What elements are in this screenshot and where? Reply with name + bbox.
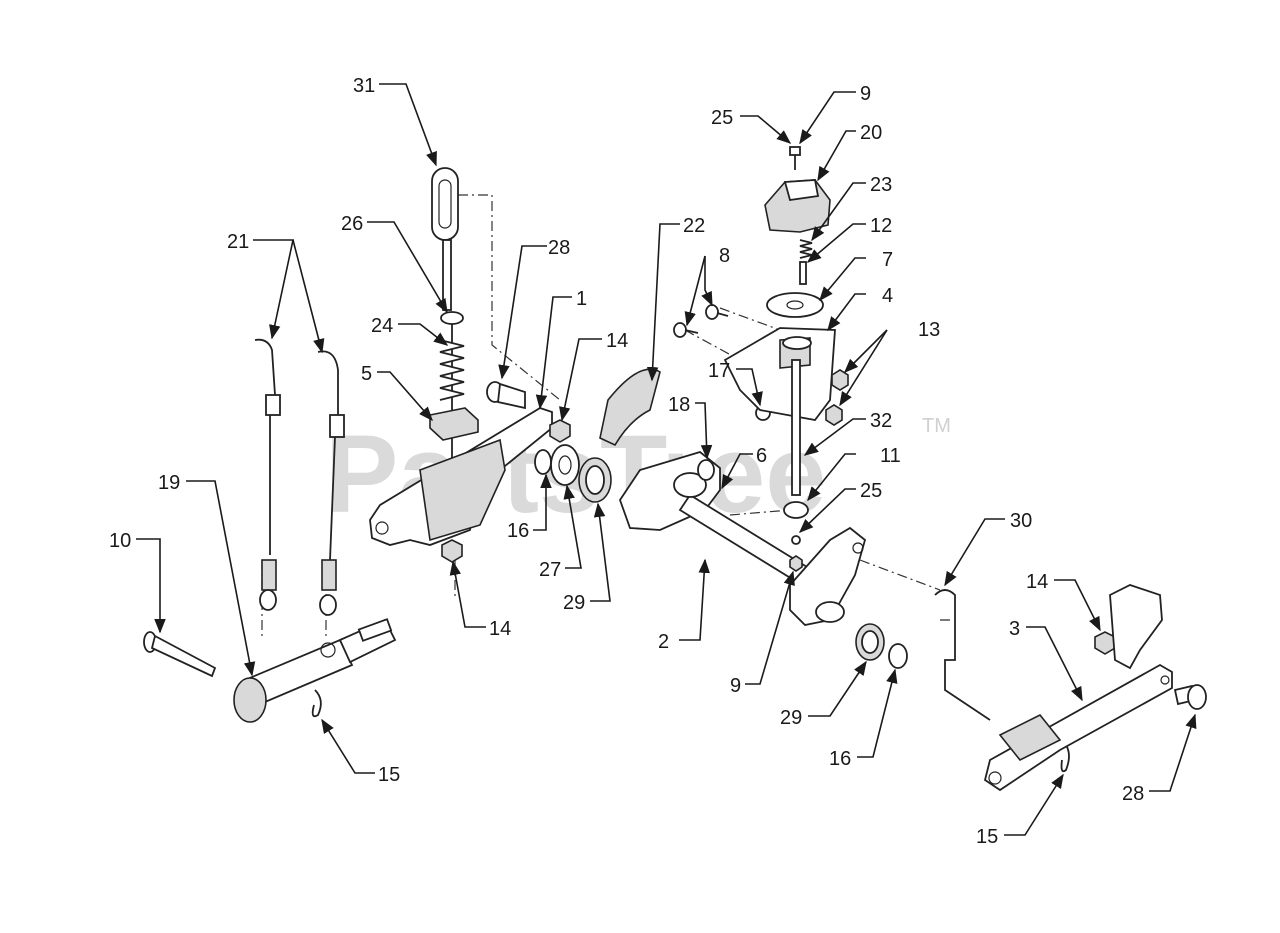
cotter-pin-15-left bbox=[311, 689, 322, 718]
callout-21: 21 bbox=[227, 231, 249, 253]
lever-3 bbox=[983, 663, 1173, 792]
washer-11 bbox=[783, 501, 809, 519]
cylinder-19 bbox=[233, 618, 397, 723]
watermark-tm: TM bbox=[922, 415, 951, 437]
callout-5: 5 bbox=[361, 363, 372, 385]
alignment-line-30 bbox=[859, 559, 941, 591]
cotter-pin-15-right bbox=[1060, 744, 1070, 773]
callout-23: 23 bbox=[870, 174, 892, 196]
washer-18 bbox=[697, 459, 715, 481]
callout-25-lower: 25 bbox=[860, 480, 882, 502]
callout-8: 8 bbox=[719, 245, 730, 267]
callout-31: 31 bbox=[353, 75, 375, 97]
callout-15-left: 15 bbox=[378, 764, 400, 786]
callout-13: 13 bbox=[918, 319, 940, 341]
screw-25-lower bbox=[791, 535, 801, 545]
callout-20: 20 bbox=[860, 122, 882, 144]
callout-7: 7 bbox=[882, 249, 893, 271]
callout-16-left: 16 bbox=[507, 520, 529, 542]
nut-13a bbox=[831, 369, 849, 391]
callout-22: 22 bbox=[683, 215, 705, 237]
callout-17: 17 bbox=[708, 360, 730, 382]
callout-15-right: 15 bbox=[976, 826, 998, 848]
callout-14-left: 14 bbox=[489, 618, 511, 640]
bushing-29-right bbox=[855, 623, 885, 661]
leader-lines bbox=[136, 83, 1197, 836]
spring-24 bbox=[439, 339, 465, 401]
screw-25-top bbox=[789, 146, 801, 170]
callout-14-mid: 14 bbox=[606, 330, 628, 352]
callout-1: 1 bbox=[576, 288, 587, 310]
callout-28-right: 28 bbox=[1122, 783, 1144, 805]
callout-9-lower: 9 bbox=[730, 675, 741, 697]
parts bbox=[143, 146, 1207, 792]
callout-30: 30 bbox=[1010, 510, 1032, 532]
plate-7 bbox=[766, 292, 824, 318]
callout-9-top: 9 bbox=[860, 83, 871, 105]
callout-12: 12 bbox=[870, 215, 892, 237]
hose-21-right bbox=[317, 350, 345, 616]
callout-3: 3 bbox=[1009, 618, 1020, 640]
bushing-29-left bbox=[578, 457, 612, 503]
nut-9-lower bbox=[789, 555, 803, 572]
callout-18: 18 bbox=[668, 394, 690, 416]
callout-25-top: 25 bbox=[711, 107, 733, 129]
callout-29-right: 29 bbox=[780, 707, 802, 729]
knob-20 bbox=[764, 179, 831, 233]
callout-labels: 31 26 24 5 28 1 14 16 27 29 14 22 8 17 1… bbox=[109, 75, 1144, 848]
nut-13b bbox=[825, 404, 843, 426]
pin-10 bbox=[143, 631, 217, 678]
plate-22 bbox=[599, 368, 661, 447]
callout-28-left: 28 bbox=[548, 237, 570, 259]
callout-32: 32 bbox=[870, 410, 892, 432]
washer-16-left bbox=[534, 449, 552, 475]
shaft-2 bbox=[619, 451, 867, 626]
callout-24: 24 bbox=[371, 315, 393, 337]
shaft-32 bbox=[791, 359, 801, 496]
right-bracket bbox=[1109, 584, 1163, 670]
washer-16-right bbox=[888, 643, 908, 669]
bolt-28-left bbox=[486, 381, 526, 410]
callout-27: 27 bbox=[539, 559, 561, 581]
left-bracket-arm bbox=[369, 407, 553, 546]
nut-14-mid bbox=[549, 419, 571, 443]
bolt-8-right bbox=[705, 304, 729, 320]
washer-27 bbox=[550, 444, 580, 486]
bolt-28-right bbox=[1173, 684, 1207, 710]
washer-26 bbox=[440, 311, 464, 325]
callout-2: 2 bbox=[658, 631, 669, 653]
hose-21-left bbox=[254, 338, 281, 611]
bracket-30 bbox=[934, 589, 991, 721]
bolt-8-left bbox=[673, 322, 699, 338]
spring-23 bbox=[799, 239, 813, 259]
nut-14-right bbox=[1094, 631, 1116, 655]
nut-14-left bbox=[441, 539, 463, 563]
bracket-4 bbox=[723, 327, 836, 421]
callout-10: 10 bbox=[109, 530, 131, 552]
alignment-line-31 bbox=[458, 194, 561, 401]
callout-4: 4 bbox=[882, 285, 893, 307]
callout-14-right: 14 bbox=[1026, 571, 1048, 593]
callout-11: 11 bbox=[880, 445, 901, 467]
callout-26: 26 bbox=[341, 213, 363, 235]
block-5 bbox=[429, 407, 479, 441]
pin-12 bbox=[799, 261, 807, 285]
callout-16-right: 16 bbox=[829, 748, 851, 770]
callout-29-left: 29 bbox=[563, 592, 585, 614]
callout-19: 19 bbox=[158, 472, 180, 494]
callout-6: 6 bbox=[756, 445, 767, 467]
